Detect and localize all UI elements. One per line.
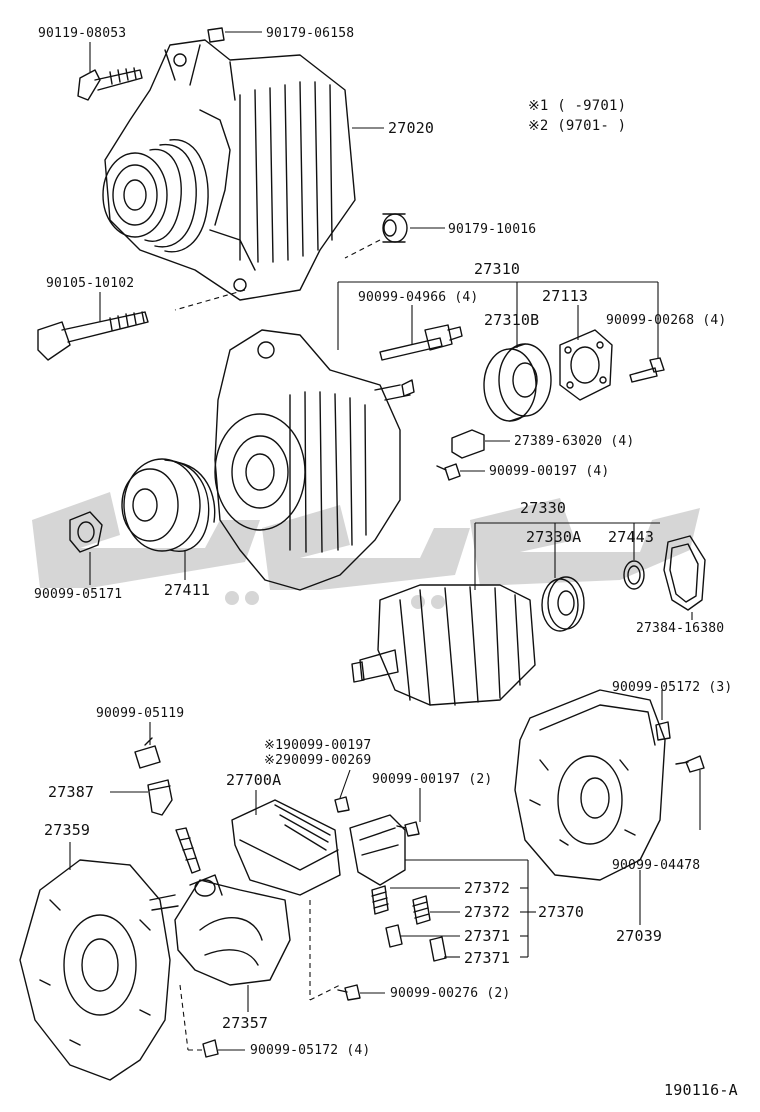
alternator-assembly-27020 xyxy=(102,39,356,301)
spring-27372-b xyxy=(412,895,431,925)
label-90099-05119: 90099-05119 xyxy=(96,706,185,721)
brush-holder-27370 xyxy=(349,814,406,886)
drive-end-frame-27310 xyxy=(214,329,415,591)
nut-90179-06158 xyxy=(207,27,225,43)
ring-27443 xyxy=(623,560,645,590)
bolt-90099-05119 xyxy=(134,737,161,769)
brush-27371-a xyxy=(385,924,403,948)
rear-cover-27039 xyxy=(514,689,666,881)
label-90099-05172-3: 90099-05172 (3) xyxy=(612,680,733,695)
label-27310: 27310 xyxy=(474,260,521,278)
screw-90099-04478 xyxy=(675,755,705,773)
screw-90099-00268 xyxy=(629,357,665,383)
label-90179-06158: 90179-06158 xyxy=(266,26,355,41)
label-90119-08053: 90119-08053 xyxy=(38,26,127,41)
label-27330A: 27330A xyxy=(526,528,582,546)
label-27020: 27020 xyxy=(388,119,435,137)
label-27372-a: 27372 xyxy=(464,879,511,897)
label-27372-b: 27372 xyxy=(464,903,511,921)
bearing-27310B xyxy=(483,343,552,422)
terminal-27389-63020 xyxy=(451,429,485,459)
screw-90099-00197 xyxy=(436,463,461,481)
label-90099-05171: 90099-05171 xyxy=(34,587,123,602)
nut-90099-05172-4 xyxy=(202,1039,219,1058)
rotor-27330 xyxy=(351,584,536,706)
label-27411: 27411 xyxy=(164,581,211,599)
label-90179-10016: 90179-10016 xyxy=(448,222,537,237)
stud-terminal xyxy=(175,827,201,874)
label-note1-90099-00197: ※190099-00197 xyxy=(264,738,372,753)
cover-27384-16380 xyxy=(663,535,706,611)
bearing-27330A xyxy=(541,576,585,632)
label-90099-00197-4: 90099-00197 (4) xyxy=(489,464,610,479)
note-2: ※2 (9701- ) xyxy=(528,118,627,134)
label-90099-04966: 90099-04966 (4) xyxy=(358,290,479,305)
diagram-id: 190116-A xyxy=(664,1081,738,1099)
nut-90099-05172-3 xyxy=(655,721,671,741)
nut-90099-05171 xyxy=(69,511,103,553)
label-90099-00276: 90099-00276 (2) xyxy=(390,986,511,1001)
label-90099-05172-4: 90099-05172 (4) xyxy=(250,1043,371,1058)
label-27700A: 27700A xyxy=(226,771,282,789)
insulator-27387 xyxy=(147,779,173,816)
regulator-27700A xyxy=(231,799,341,896)
label-27384-16380: 27384-16380 xyxy=(636,621,725,636)
retainer-27113 xyxy=(559,329,613,401)
pulley-27411 xyxy=(121,458,216,552)
label-27330: 27330 xyxy=(520,499,567,517)
label-27039: 27039 xyxy=(616,927,663,945)
label-27443: 27443 xyxy=(608,528,655,546)
bolt-90119-08053 xyxy=(77,67,143,101)
screw-90099-00197-2 xyxy=(396,821,420,837)
bolt-90105-10102 xyxy=(37,311,149,361)
rectifier-end-frame-27359 xyxy=(19,859,179,1081)
label-90099-04478: 90099-04478 xyxy=(612,858,701,873)
label-27371-b: 27371 xyxy=(464,949,511,967)
stud-90099-04966 xyxy=(379,324,463,361)
screw-90099-00276 xyxy=(337,984,361,1001)
rectifier-holder-27357 xyxy=(174,874,291,986)
label-27387: 27387 xyxy=(48,783,95,801)
screw-note-90099-00197 xyxy=(334,796,350,813)
label-27389-63020: 27389-63020 (4) xyxy=(514,434,635,449)
leader-lines xyxy=(69,31,701,1051)
label-27113: 27113 xyxy=(542,287,589,305)
label-90099-00268: 90099-00268 (4) xyxy=(606,313,727,328)
nut-90179-10016 xyxy=(382,213,408,243)
label-27310B: 27310B xyxy=(484,311,540,329)
label-27370: 27370 xyxy=(538,903,585,921)
label-90099-00197-2: 90099-00197 (2) xyxy=(372,772,493,787)
brush-27371-b xyxy=(429,936,447,962)
label-note2-90099-00269: ※290099-00269 xyxy=(264,753,372,768)
label-27371-a: 27371 xyxy=(464,927,511,945)
note-1: ※1 ( -9701) xyxy=(528,98,627,114)
label-90105-10102: 90105-10102 xyxy=(46,276,135,291)
watermark-logo xyxy=(32,492,700,609)
label-27359: 27359 xyxy=(44,821,91,839)
spring-27372-a xyxy=(371,885,389,915)
label-27357: 27357 xyxy=(222,1014,269,1032)
